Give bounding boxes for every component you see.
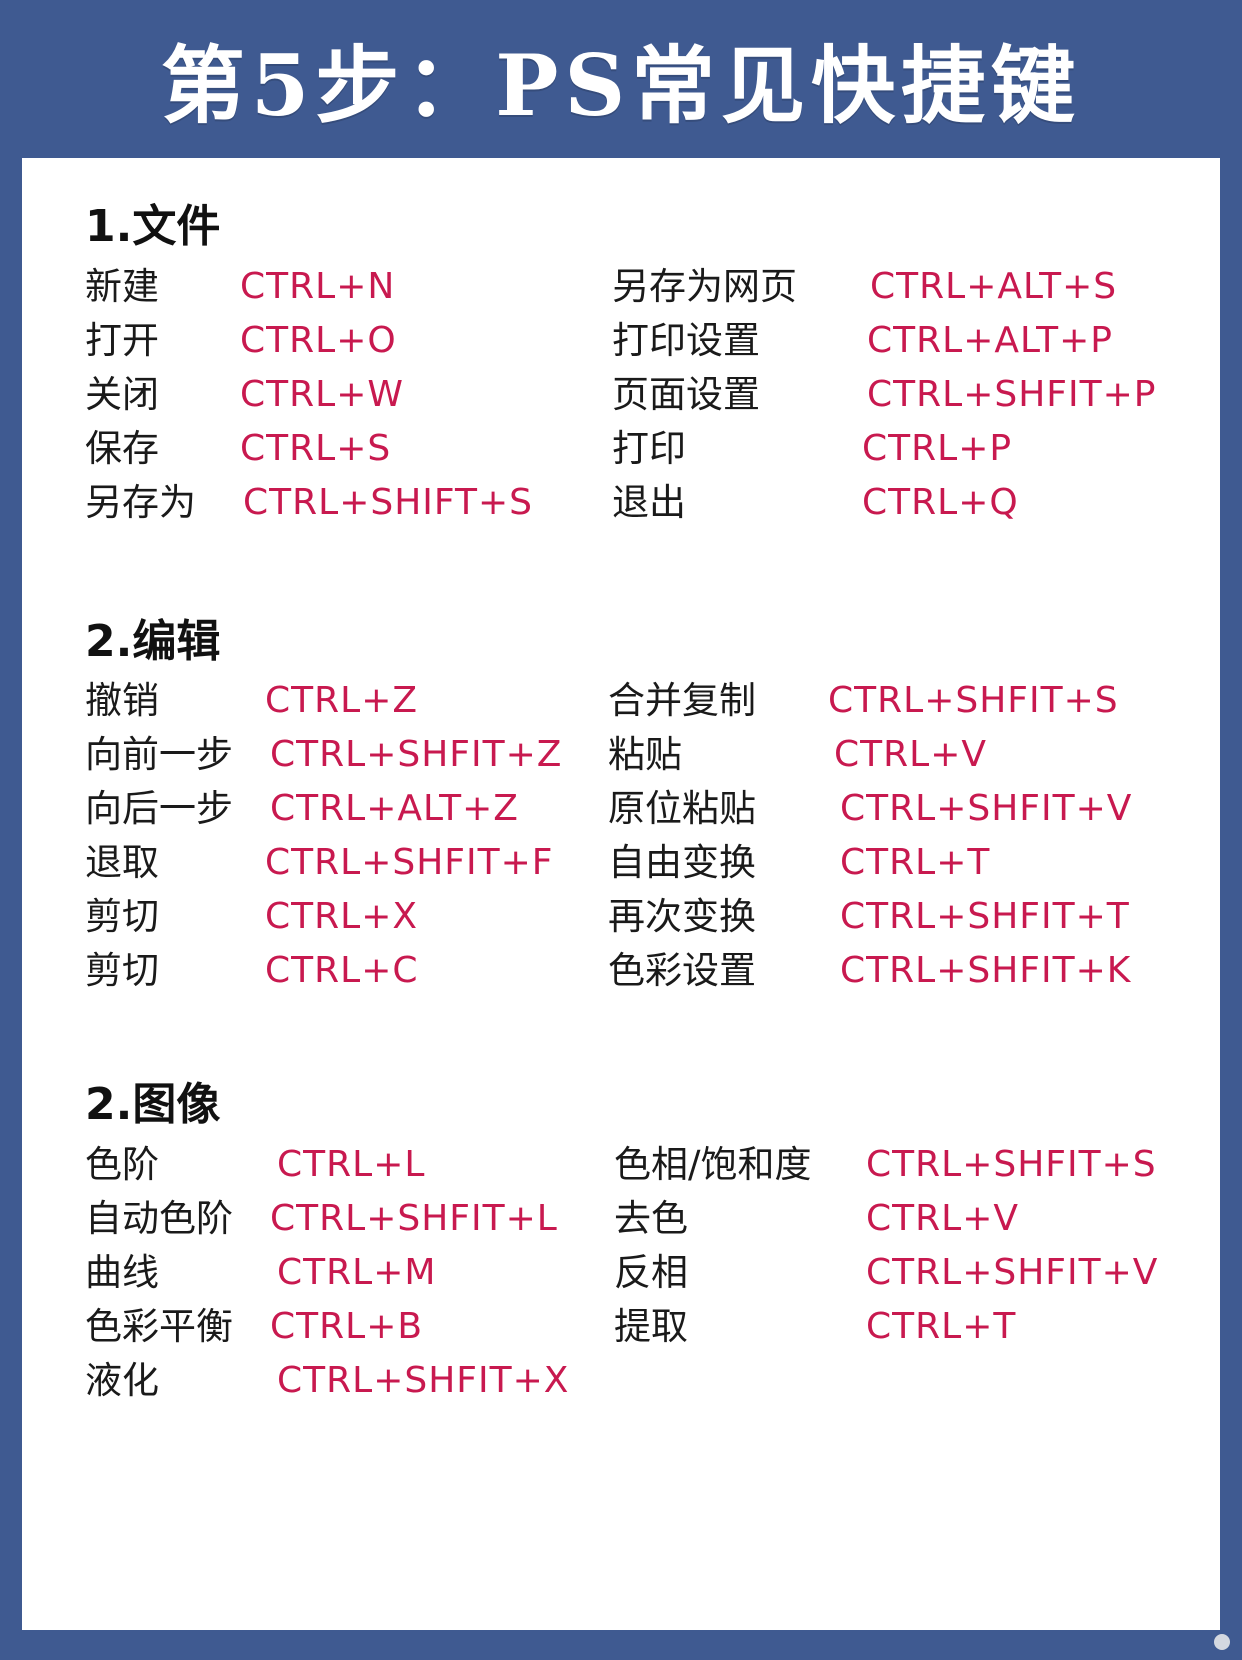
shortcut-key: CTRL+SHIFT+S — [243, 482, 533, 523]
shortcut-key: CTRL+N — [240, 266, 396, 307]
shortcut-label: 自由变换 — [608, 841, 756, 884]
shortcut-key: CTRL+Z — [265, 680, 419, 721]
shortcut-label: 色彩平衡 — [85, 1305, 233, 1348]
shortcut-label: 去色 — [614, 1197, 688, 1240]
content-card: 1.文件 新建 CTRL+N 打开 CTRL+O 关闭 CTRL+W 保存 CT… — [22, 158, 1220, 1630]
header-banner: 第5步：PS常见快捷键 — [0, 0, 1242, 158]
shortcut-label: 页面设置 — [612, 373, 760, 416]
shortcut-key: CTRL+ALT+P — [867, 320, 1113, 361]
shortcut-label: 剪切 — [85, 895, 159, 938]
shortcut-key: CTRL+B — [270, 1306, 424, 1347]
shortcut-label: 剪切 — [85, 949, 159, 992]
shortcut-key: CTRL+P — [862, 428, 1013, 469]
shortcut-key: CTRL+L — [277, 1144, 426, 1185]
shortcut-label: 另存为网页 — [612, 265, 797, 308]
shortcut-label: 打印 — [612, 427, 686, 470]
shortcut-key: CTRL+SHFIT+K — [840, 950, 1132, 991]
section-title-edit: 2.编辑 — [85, 616, 221, 667]
shortcut-key: CTRL+ALT+Z — [270, 788, 519, 829]
shortcut-key: CTRL+ALT+S — [870, 266, 1118, 307]
shortcut-label: 色彩设置 — [608, 949, 756, 992]
shortcut-key: CTRL+SHFIT+Z — [270, 734, 563, 775]
shortcut-label: 反相 — [614, 1251, 688, 1294]
shortcut-key: CTRL+SHFIT+V — [866, 1252, 1159, 1293]
shortcut-label: 合并复制 — [608, 679, 756, 722]
shortcut-label: 粘贴 — [608, 733, 682, 776]
shortcut-key: CTRL+W — [240, 374, 404, 415]
shortcut-key: CTRL+SHFIT+X — [277, 1360, 570, 1401]
shortcut-label: 新建 — [85, 265, 159, 308]
shortcut-key: CTRL+V — [866, 1198, 1019, 1239]
shortcut-key: CTRL+X — [265, 896, 419, 937]
shortcut-key: CTRL+Q — [862, 482, 1019, 523]
shortcut-key: CTRL+M — [277, 1252, 437, 1293]
page-title: 第5步：PS常见快捷键 — [160, 35, 1082, 135]
shortcut-label: 保存 — [85, 427, 159, 470]
shortcut-key: CTRL+SHFIT+S — [828, 680, 1119, 721]
shortcut-label: 色阶 — [85, 1143, 159, 1186]
shortcut-key: CTRL+SHFIT+T — [840, 896, 1130, 937]
shortcut-key: CTRL+SHFIT+L — [270, 1198, 558, 1239]
shortcut-label: 曲线 — [85, 1251, 159, 1294]
shortcut-label: 色相/饱和度 — [614, 1143, 812, 1186]
shortcut-label: 原位粘贴 — [608, 787, 756, 830]
shortcut-key: CTRL+SHFIT+P — [867, 374, 1157, 415]
shortcut-key: CTRL+O — [240, 320, 397, 361]
section-title-image: 2.图像 — [85, 1079, 221, 1130]
shortcut-label: 自动色阶 — [85, 1197, 233, 1240]
shortcut-label: 打印设置 — [612, 319, 760, 362]
shortcut-label: 打开 — [85, 319, 159, 362]
watermark-icon — [1214, 1634, 1230, 1650]
shortcut-key: CTRL+T — [866, 1306, 1017, 1347]
shortcut-label: 向后一步 — [85, 787, 233, 830]
shortcut-label: 液化 — [85, 1359, 159, 1402]
shortcut-key: CTRL+SHFIT+S — [866, 1144, 1157, 1185]
shortcut-key: CTRL+S — [240, 428, 392, 469]
shortcut-label: 再次变换 — [608, 895, 756, 938]
shortcut-label: 向前一步 — [85, 733, 233, 776]
shortcut-key: CTRL+SHFIT+F — [265, 842, 554, 883]
shortcut-label: 撤销 — [85, 679, 159, 722]
section-title-file: 1.文件 — [85, 201, 221, 252]
shortcut-key: CTRL+SHFIT+V — [840, 788, 1133, 829]
shortcut-label: 退取 — [85, 841, 159, 884]
shortcut-key: CTRL+C — [265, 950, 419, 991]
shortcut-key: CTRL+V — [834, 734, 987, 775]
shortcut-key: CTRL+T — [840, 842, 991, 883]
shortcut-label: 退出 — [612, 481, 686, 524]
shortcut-label: 关闭 — [85, 373, 159, 416]
shortcut-label: 另存为 — [85, 481, 196, 524]
shortcut-label: 提取 — [614, 1305, 688, 1348]
